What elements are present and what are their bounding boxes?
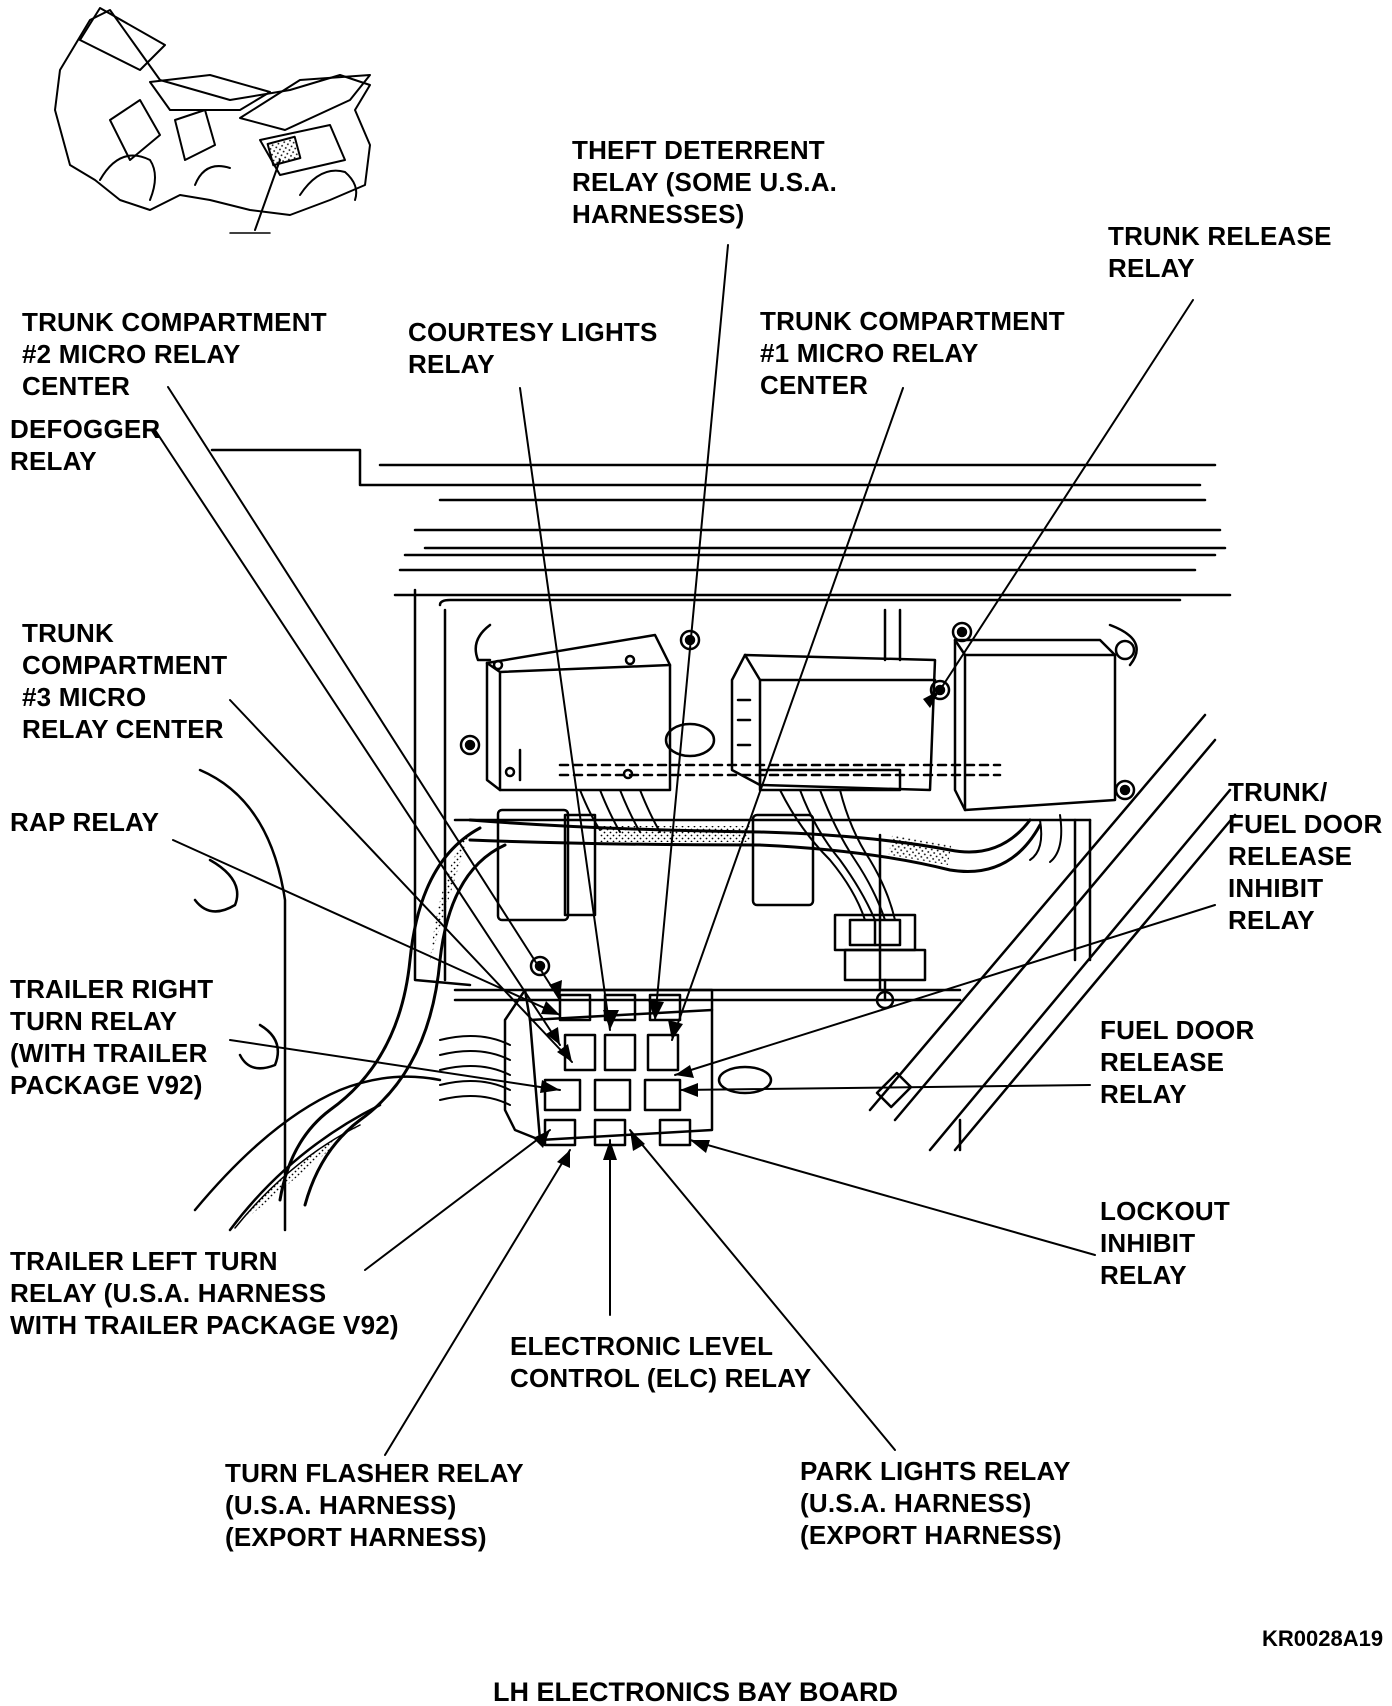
callout-line: HARNESSES) bbox=[572, 199, 745, 229]
callout-line: #2 MICRO RELAY bbox=[22, 339, 241, 369]
callout-courtesy-lights-relay: COURTESY LIGHTS RELAY bbox=[408, 316, 658, 380]
callout-trunk-compartment-2-micro-relay-center: TRUNK COMPARTMENT #2 MICRO RELAY CENTER bbox=[22, 306, 327, 402]
callout-line: #1 MICRO RELAY bbox=[760, 338, 979, 368]
callout-line: INHIBIT bbox=[1100, 1228, 1196, 1258]
callout-theft-deterrent-relay: THEFT DETERRENT RELAY (SOME U.S.A. HARNE… bbox=[572, 134, 837, 230]
callout-line: (U.S.A. HARNESS) bbox=[225, 1490, 457, 1520]
callout-rap-relay: RAP RELAY bbox=[10, 806, 159, 838]
callout-line: WITH TRAILER PACKAGE V92) bbox=[10, 1310, 399, 1340]
micro-relay-center-3-box bbox=[951, 621, 1136, 812]
left-fender-curves bbox=[193, 768, 507, 1232]
callout-line: (WITH TRAILER bbox=[10, 1038, 208, 1068]
callout-line: (EXPORT HARNESS) bbox=[225, 1522, 487, 1552]
callout-line: CONTROL (ELC) RELAY bbox=[510, 1363, 812, 1393]
callout-line: (EXPORT HARNESS) bbox=[800, 1520, 1062, 1550]
callout-elc-relay: ELECTRONIC LEVEL CONTROL (ELC) RELAY bbox=[510, 1330, 811, 1394]
callout-trunk-fuel-door-release-inhibit-relay: TRUNK/ FUEL DOOR RELEASE INHIBIT RELAY bbox=[1228, 776, 1382, 936]
callout-trunk-compartment-3-micro-relay-center: TRUNK COMPARTMENT #3 MICRO RELAY CENTER bbox=[22, 617, 227, 745]
figure-caption: LH ELECTRONICS BAY BOARD bbox=[493, 1677, 899, 1706]
leader-arrowheads bbox=[533, 690, 940, 1168]
rear-shelf-trim bbox=[210, 448, 1232, 597]
callout-turn-flasher-relay: TURN FLASHER RELAY (U.S.A. HARNESS) (EXP… bbox=[225, 1457, 524, 1553]
callout-line: DEFOGGER bbox=[10, 414, 161, 444]
callout-trunk-release-relay: TRUNK RELEASE RELAY bbox=[1108, 220, 1332, 284]
callout-line: RELAY bbox=[1228, 905, 1315, 935]
callout-lockout-inhibit-relay: LOCKOUT INHIBIT RELAY bbox=[1100, 1195, 1230, 1291]
callout-line: RELAY bbox=[1100, 1260, 1187, 1290]
callout-line: RELAY bbox=[1100, 1079, 1187, 1109]
callout-line: CENTER bbox=[760, 370, 869, 400]
callout-line: TRUNK RELEASE bbox=[1108, 221, 1332, 251]
callout-line: TRUNK/ bbox=[1228, 777, 1328, 807]
callout-line: RELAY bbox=[1108, 253, 1195, 283]
callout-line: COMPARTMENT bbox=[22, 650, 228, 680]
callout-line: INHIBIT bbox=[1228, 873, 1324, 903]
callout-trunk-compartment-1-micro-relay-center: TRUNK COMPARTMENT #1 MICRO RELAY CENTER bbox=[760, 305, 1065, 401]
dashed-bracket bbox=[558, 763, 1002, 777]
callout-line: RELEASE bbox=[1228, 841, 1353, 871]
callout-line: PACKAGE V92) bbox=[10, 1070, 203, 1100]
callout-line: CENTER bbox=[22, 371, 131, 401]
callout-line: RAP RELAY bbox=[10, 807, 160, 837]
callout-trailer-right-turn-relay: TRAILER RIGHT TURN RELAY (WITH TRAILER P… bbox=[10, 973, 213, 1101]
callout-fuel-door-release-relay: FUEL DOOR RELEASE RELAY bbox=[1100, 1014, 1254, 1110]
callout-line: RELAY CENTER bbox=[22, 714, 224, 744]
callout-line: FUEL DOOR bbox=[1100, 1015, 1255, 1045]
figure-code: KR0028A19 bbox=[1262, 1626, 1384, 1651]
callout-line: COURTESY LIGHTS bbox=[408, 317, 658, 347]
callout-defogger-relay: DEFOGGER RELAY bbox=[10, 413, 160, 477]
callout-line: FUEL DOOR bbox=[1228, 809, 1383, 839]
leader-lines bbox=[154, 244, 1216, 1456]
callout-line: #3 MICRO bbox=[22, 682, 147, 712]
relay-block bbox=[503, 955, 714, 1147]
callout-line: TRAILER LEFT TURN bbox=[10, 1246, 278, 1276]
callout-line: (U.S.A. HARNESS) bbox=[800, 1488, 1032, 1518]
callout-line: TRUNK COMPARTMENT bbox=[22, 307, 327, 337]
callout-line: LOCKOUT bbox=[1100, 1196, 1230, 1226]
micro-relay-center-2-box bbox=[730, 653, 951, 792]
callout-line: RELAY bbox=[10, 446, 97, 476]
callout-line: RELEASE bbox=[1100, 1047, 1225, 1077]
micro-relay-center-1-box bbox=[459, 629, 701, 792]
callout-line: TRUNK bbox=[22, 618, 114, 648]
callout-park-lights-relay: PARK LIGHTS RELAY (U.S.A. HARNESS) (EXPO… bbox=[800, 1455, 1071, 1551]
callout-line: TRAILER RIGHT bbox=[10, 974, 214, 1004]
callout-line: TURN FLASHER RELAY bbox=[225, 1458, 524, 1488]
callout-line: PARK LIGHTS RELAY bbox=[800, 1456, 1071, 1486]
callout-line: TRUNK COMPARTMENT bbox=[760, 306, 1065, 336]
callout-trailer-left-turn-relay: TRAILER LEFT TURN RELAY (U.S.A. HARNESS … bbox=[10, 1245, 399, 1341]
inline-connector bbox=[833, 913, 927, 1010]
callout-line: RELAY (U.S.A. HARNESS bbox=[10, 1278, 327, 1308]
callout-line: RELAY bbox=[408, 349, 495, 379]
right-diagonal-rails bbox=[868, 713, 1237, 1152]
callout-line: RELAY (SOME U.S.A. bbox=[572, 167, 838, 197]
car-locator-thumbnail bbox=[54, 7, 371, 234]
callout-line: THEFT DETERRENT bbox=[572, 135, 825, 165]
callout-line: TURN RELAY bbox=[10, 1006, 178, 1036]
callout-line: ELECTRONIC LEVEL bbox=[510, 1331, 774, 1361]
